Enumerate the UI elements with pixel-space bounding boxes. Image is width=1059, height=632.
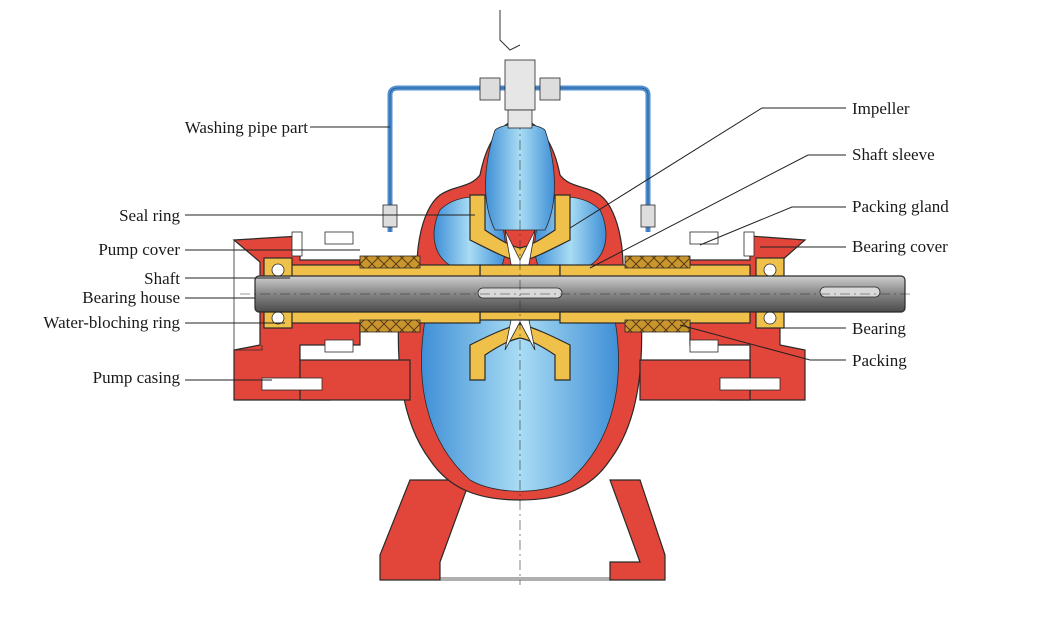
label-bearing-cover: Bearing cover xyxy=(852,237,948,256)
labels: Washing pipe part Seal ring Pump cover S… xyxy=(43,99,949,387)
shaft xyxy=(240,100,910,585)
label-washing-pipe-part: Washing pipe part xyxy=(185,118,309,137)
label-shaft-sleeve: Shaft sleeve xyxy=(852,145,935,164)
label-bearing: Bearing xyxy=(852,319,906,338)
label-water-bloching-ring: Water-bloching ring xyxy=(43,313,180,332)
bolts xyxy=(261,231,781,391)
label-bearing-house: Bearing house xyxy=(82,288,180,307)
leader-lines xyxy=(185,107,846,381)
washing-pipe xyxy=(382,10,656,232)
label-pump-casing: Pump casing xyxy=(93,368,181,387)
label-packing-gland: Packing gland xyxy=(852,197,949,216)
label-packing: Packing xyxy=(852,351,907,370)
label-shaft: Shaft xyxy=(144,269,180,288)
label-seal-ring: Seal ring xyxy=(119,206,180,225)
label-impeller: Impeller xyxy=(852,99,910,118)
label-pump-cover: Pump cover xyxy=(98,240,180,259)
packing xyxy=(359,255,691,333)
